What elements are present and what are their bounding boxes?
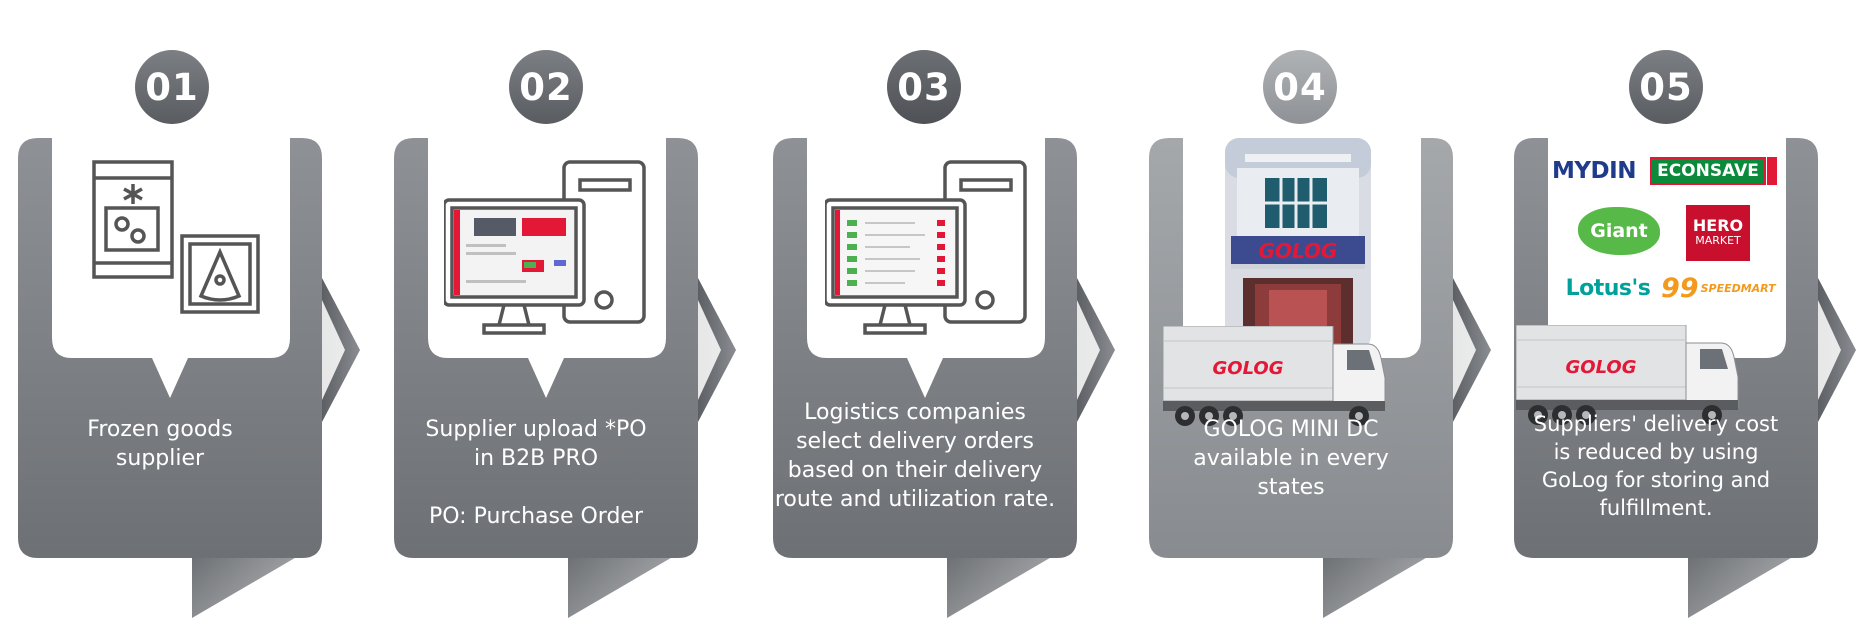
step-caption: Supplier upload *PO in B2B PRO PO: Purch… [386,415,686,531]
caption-line: select delivery orders [796,429,1034,454]
computer-icon [825,160,1027,335]
step-05: 05 MYDIN ECONSAVE Giant HERO MARKET Lotu… [1496,0,1856,636]
delivery-truck: GOLOG [1516,325,1739,426]
mydin-logo: MYDIN [1552,158,1636,184]
caption-line: Frozen goods [87,417,233,442]
giant-logo: Giant [1578,207,1660,255]
step-number-badge: 04 [1263,50,1337,124]
mini-dc-building-photo: GOLOG [1225,138,1371,350]
caption-line: Logistics companies [804,400,1026,425]
econsave-chinese-mark [1767,157,1777,185]
caption-line: based on their delivery [787,458,1043,483]
delivery-truck: GOLOG [1163,326,1386,427]
caption-line: GOLOG MINI DC [1203,417,1379,442]
hero-market-logo: HERO MARKET [1686,205,1750,261]
step-caption: Suppliers' delivery cost is reduced by u… [1506,410,1806,522]
caption-line: fulfillment. [1599,496,1713,520]
step-caption: Logistics companies select delivery orde… [765,398,1065,514]
caption-line: Supplier upload *PO [425,417,647,442]
frozen-goods-icon [92,160,260,314]
step-caption: Frozen goods supplier [10,415,310,473]
caption-line: in B2B PRO [473,446,599,471]
caption-note: PO: Purchase Order [428,504,644,529]
step-number-badge: 02 [509,50,583,124]
step-02: 02 Supplier upload *PO in B2B PRO PO: Pu… [376,0,736,636]
caption-line: supplier [115,446,205,471]
caption-line: route and utilization rate. [774,487,1056,512]
computer-icon [444,160,646,335]
truck-logo-text: GOLOG [1566,357,1637,378]
step-01: 01 Frozen goods supplier [0,0,360,636]
caption-line: GoLog for storing and [1541,468,1771,492]
caption-line: states [1257,475,1325,500]
step-number-badge: 05 [1629,50,1703,124]
lotus-logo: Lotus's [1565,275,1651,301]
econsave-logo: ECONSAVE [1650,157,1766,185]
step-number-badge: 03 [887,50,961,124]
caption-line: Suppliers' delivery cost [1533,412,1779,436]
truck-logo-text: GOLOG [1213,358,1284,379]
step-03: 03 Logistics companies select delivery o… [755,0,1115,636]
building-sign-text: GOLOG [1259,239,1338,263]
caption-line: available in every [1193,446,1389,471]
99-speedmart-logo: 99 SPEEDMART [1661,272,1776,304]
caption-line: is reduced by using [1553,440,1759,464]
step-number-badge: 01 [135,50,209,124]
step-caption: GOLOG MINI DC available in every states [1141,415,1441,502]
step-04: 04 GOLOG GOLOG GOLOG MINI DC available i… [1131,0,1491,636]
